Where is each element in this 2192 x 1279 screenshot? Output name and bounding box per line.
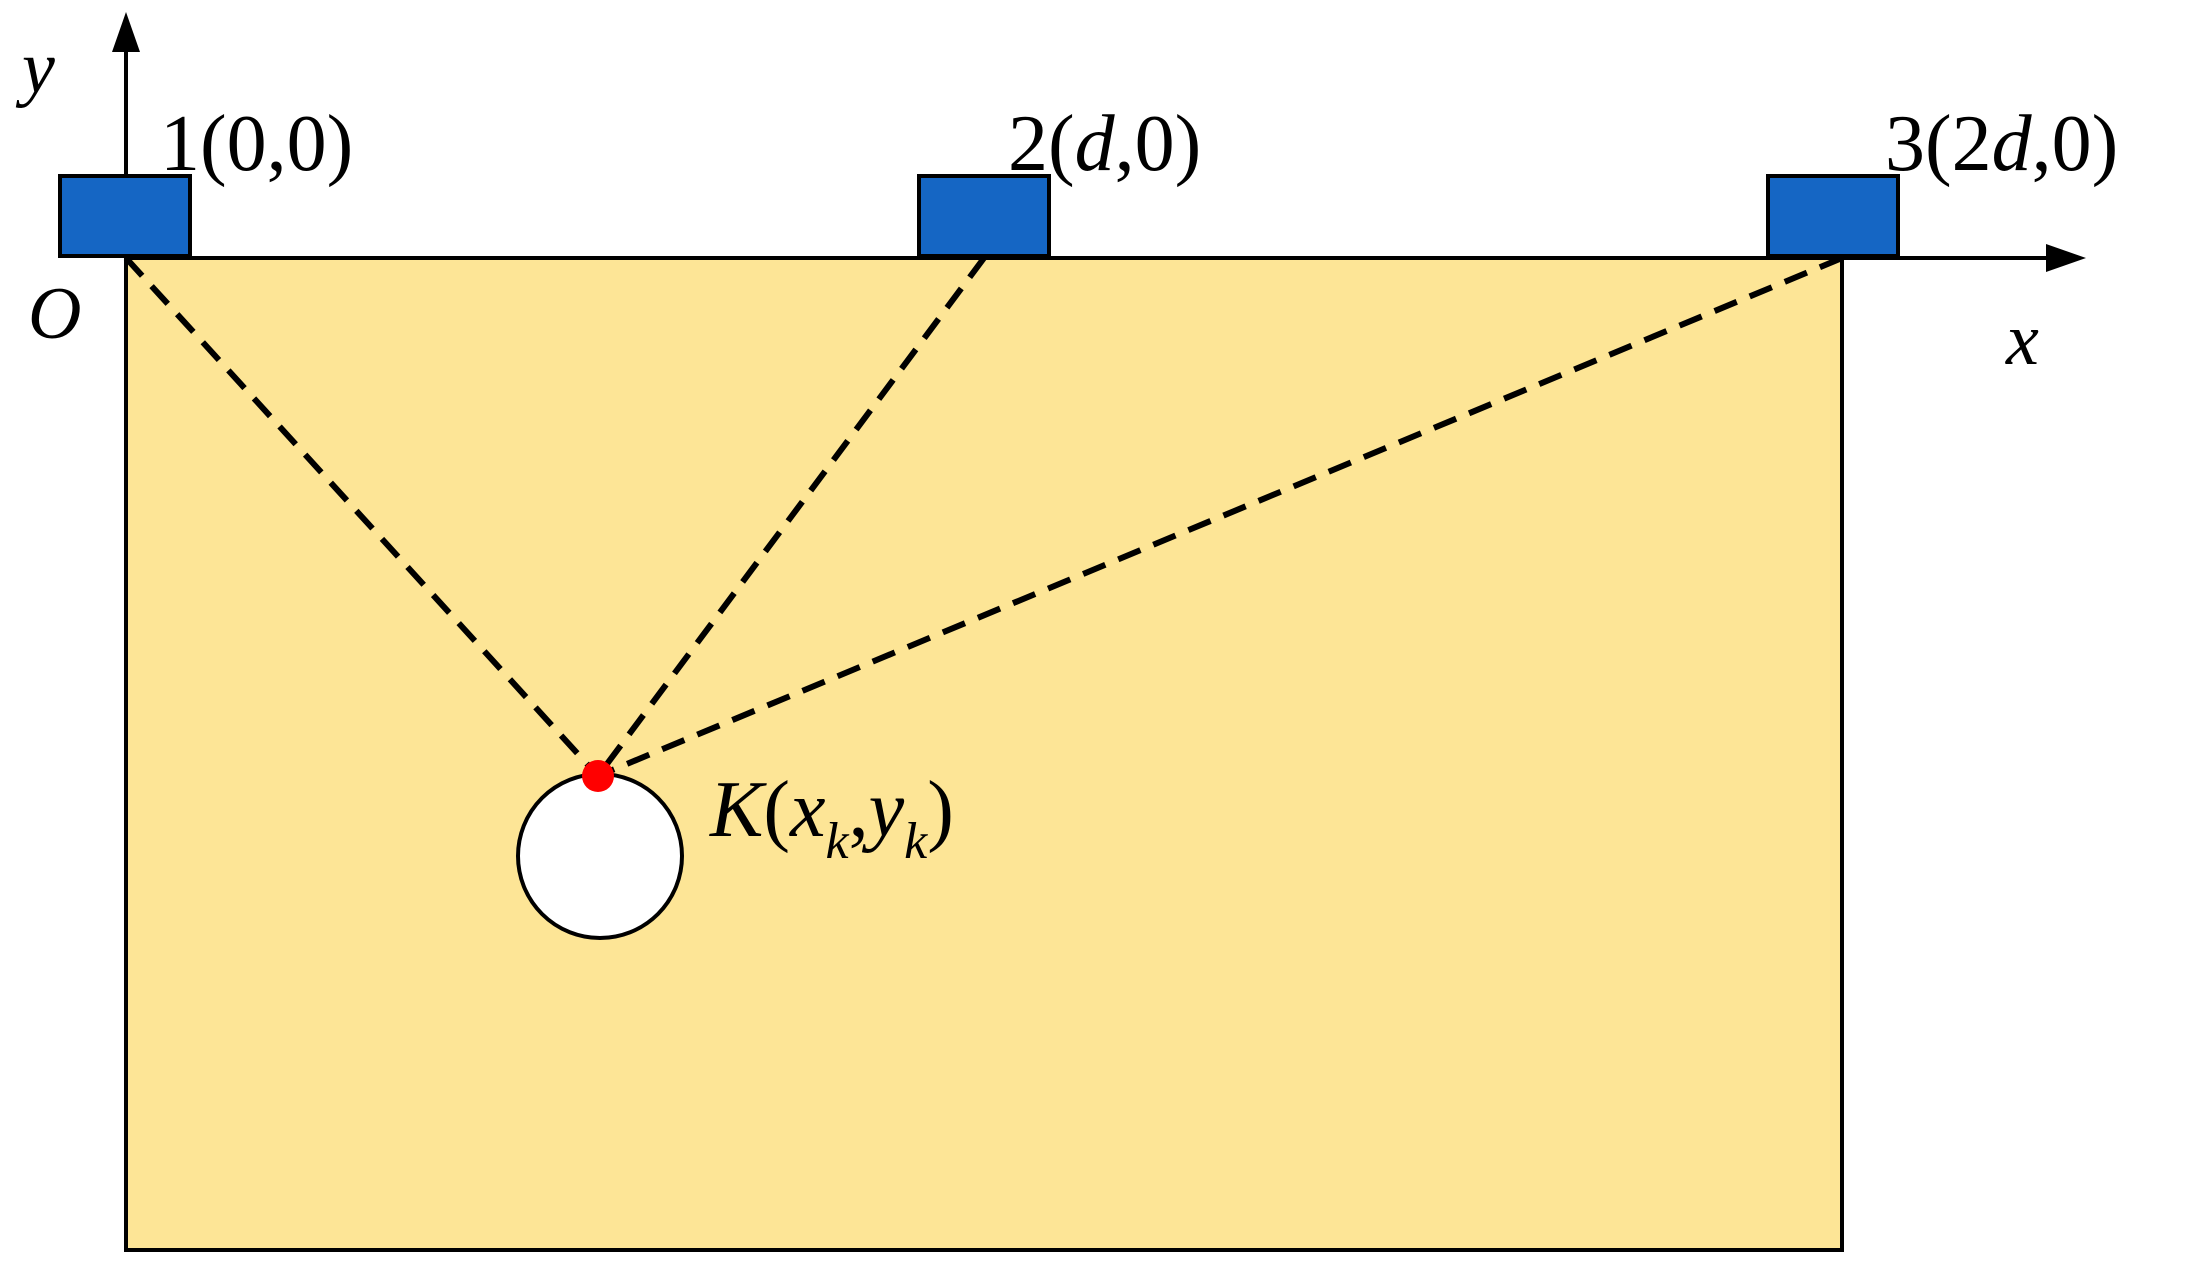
sensor-3-label: 3(2d,0): [1885, 100, 2118, 188]
ray-sensor-2: [595, 256, 987, 778]
y-axis-arrow-icon: [112, 12, 140, 52]
cavity-circle: [516, 772, 684, 940]
sensor-2: [917, 174, 1051, 258]
x-axis-arrow-icon: [2046, 244, 2086, 272]
sensor-1: [58, 174, 192, 258]
sensor-2-label: 2(d,0): [1008, 100, 1201, 188]
ray-sensor-1: [123, 255, 601, 779]
medium-region: [124, 256, 1844, 1252]
x-axis-label: x: [2005, 299, 2039, 381]
target-label: K(xk,yk): [709, 766, 954, 870]
origin-label: O: [28, 273, 81, 355]
target-point: [582, 760, 614, 792]
ray-sensor-3: [596, 255, 1844, 779]
y-axis-label: y: [15, 27, 55, 109]
sensor-1-label: 1(0,0): [160, 100, 353, 188]
sensor-3: [1766, 174, 1900, 258]
